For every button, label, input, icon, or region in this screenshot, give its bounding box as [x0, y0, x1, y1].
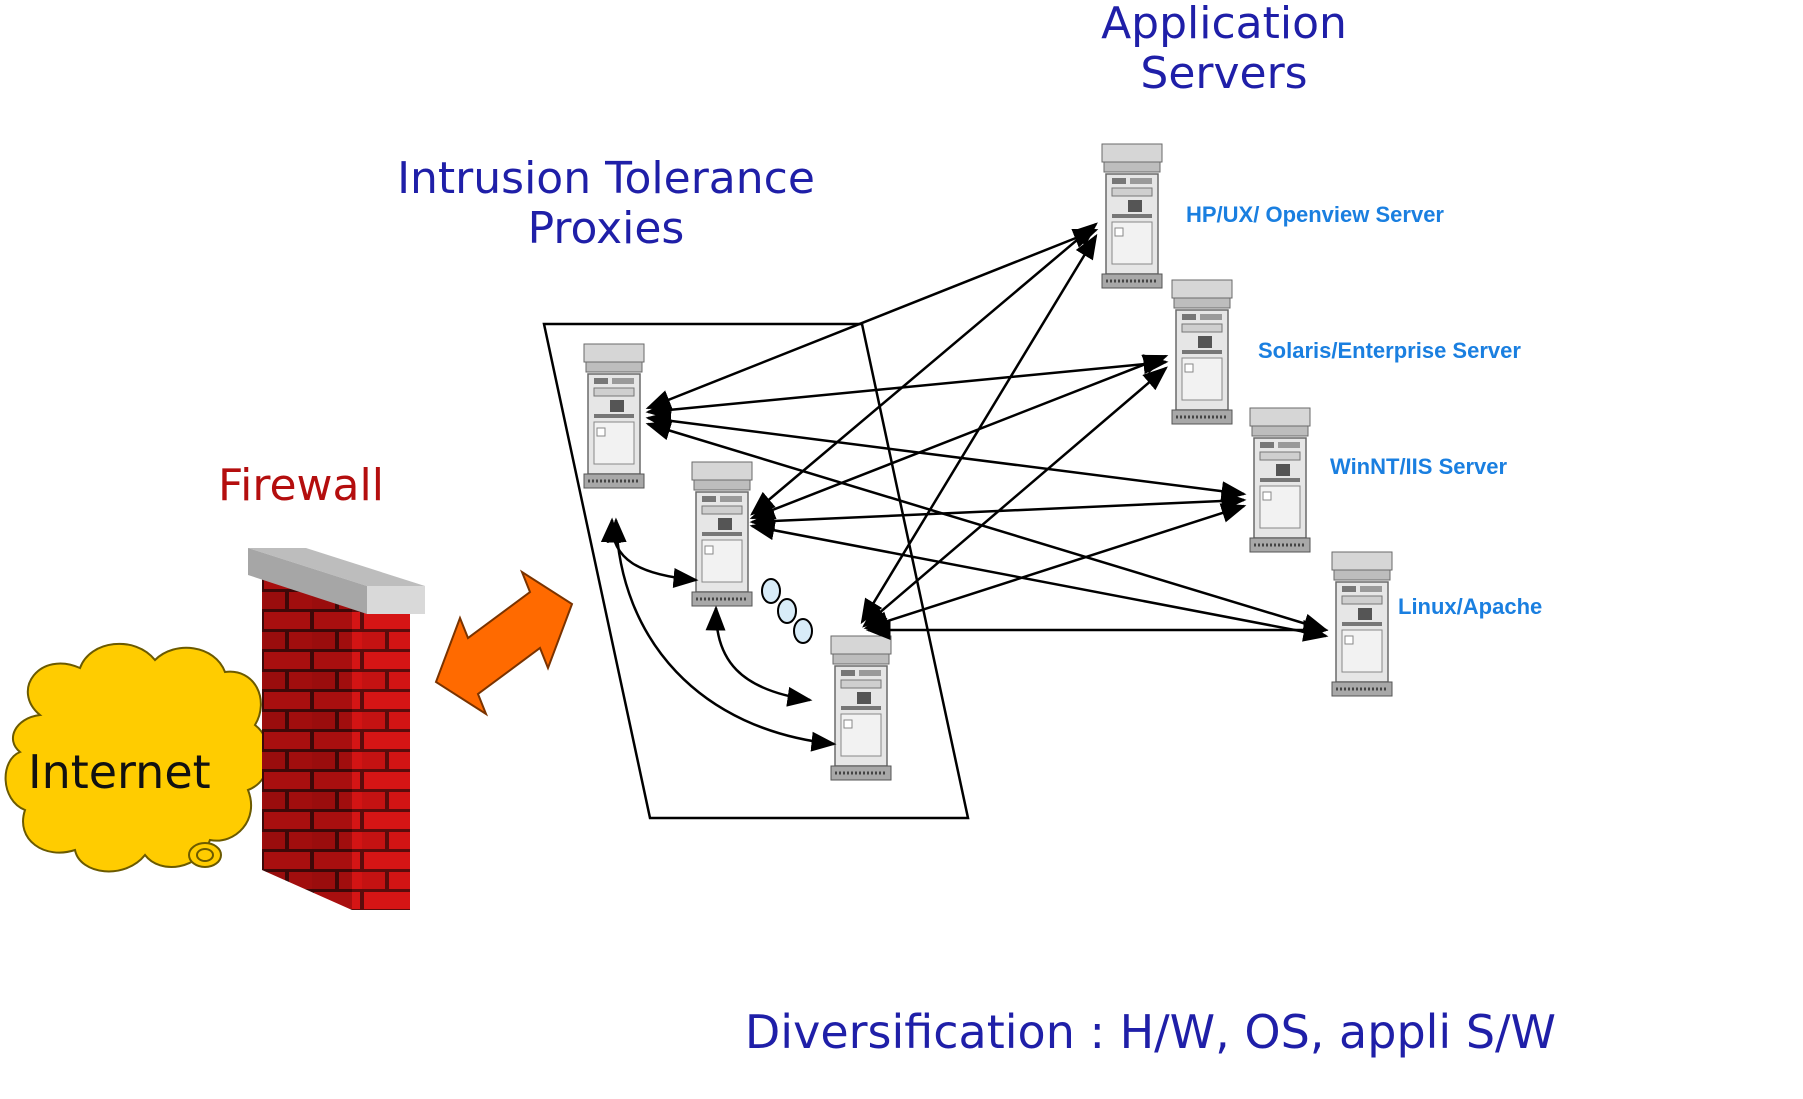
app-server-solaris-label: Solaris/Enterprise Server [1258, 338, 1521, 363]
internet-label: Internet [28, 745, 211, 799]
more-proxies-ellipsis [761, 578, 813, 644]
app-server-winnt-label: WinNT/IIS Server [1330, 454, 1508, 479]
app-server-winnt [1248, 406, 1312, 554]
proxy-server-2 [690, 460, 754, 608]
app-server-solaris [1170, 278, 1234, 426]
app-server-linux [1330, 550, 1394, 698]
proxy-server-1 [582, 342, 646, 490]
proxies-title-line2: Proxies [528, 203, 685, 254]
app-servers-title-line2: Servers [1140, 48, 1307, 99]
firewall-proxy-double-arrow [434, 569, 574, 717]
proxies-title-line1: Intrusion Tolerance [397, 153, 815, 204]
app-server-linux-label: Linux/Apache [1398, 594, 1542, 619]
connection-arrows [600, 222, 1329, 752]
firewall-wall [248, 548, 425, 910]
internet-cloud [4, 642, 271, 873]
app-servers-title-line1: Application [1101, 0, 1347, 49]
app-server-hpux-label: HP/UX/ Openview Server [1186, 202, 1444, 227]
proxy-server-3 [829, 634, 893, 782]
diversification-footer: Diversification : H/W, OS, appli S/W [745, 1005, 1556, 1059]
firewall-label: Firewall [218, 460, 384, 511]
app-server-hpux [1100, 142, 1164, 290]
